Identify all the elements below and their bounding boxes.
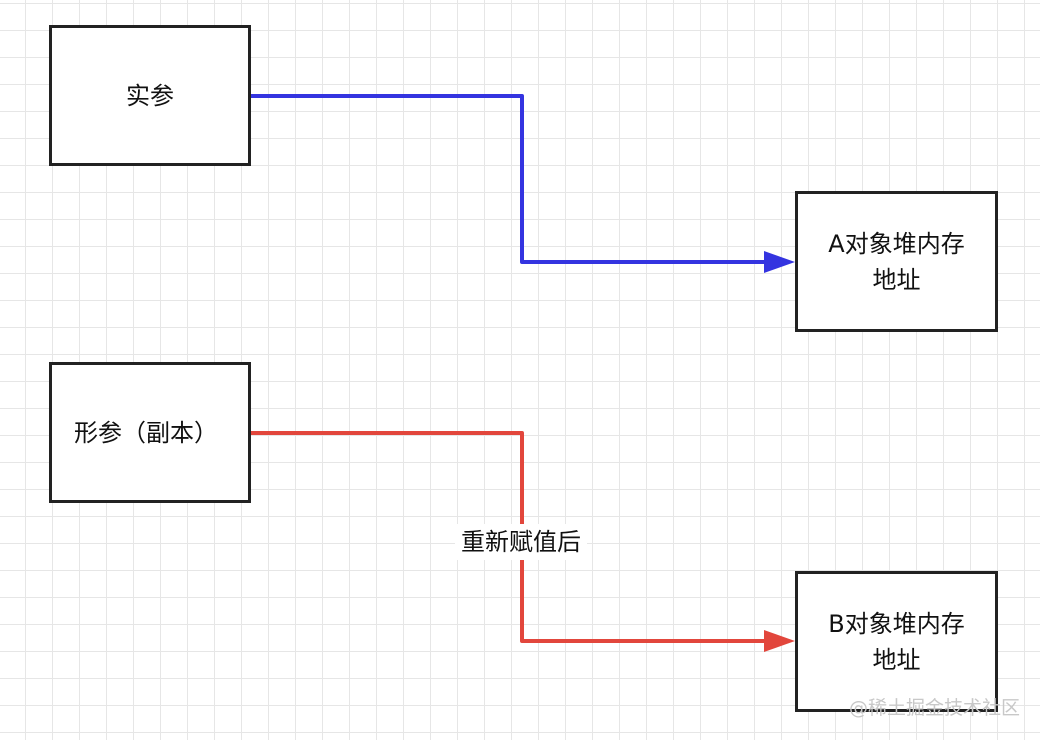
edge-actual-to-a — [251, 94, 768, 264]
node-actual-param[interactable]: 实参 — [49, 25, 251, 166]
node-heap-a[interactable]: A对象堆内存地址 — [795, 191, 998, 332]
node-heap-b-label: B对象堆内存地址 — [828, 609, 965, 674]
node-heap-a-label: A对象堆内存地址 — [828, 229, 965, 294]
edge-label-reassigned: 重新赋值后 — [455, 524, 587, 560]
node-formal-param[interactable]: 形参（副本） — [49, 362, 251, 503]
arrowhead-red-icon — [764, 630, 795, 652]
node-actual-param-label: 实参 — [126, 81, 174, 110]
watermark: @稀土掘金技术社区 — [848, 697, 1020, 719]
node-formal-param-label: 形参（副本） — [74, 418, 218, 447]
node-heap-b[interactable]: B对象堆内存地址 — [795, 571, 998, 712]
arrowhead-blue-icon — [764, 251, 795, 273]
